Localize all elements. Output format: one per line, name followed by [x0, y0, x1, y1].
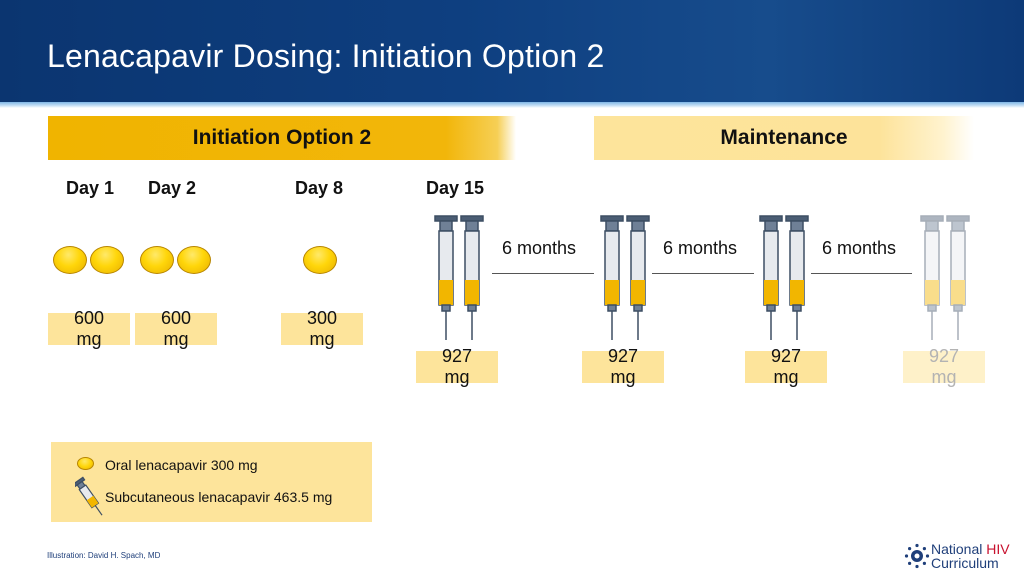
- dose-value: 927: [607, 346, 639, 366]
- legend-oral-label: Oral lenacapavir 300 mg: [105, 457, 258, 473]
- dose-value: 927: [441, 346, 473, 366]
- injection-dose-3: 927 mg: [745, 346, 827, 387]
- national-hiv-curriculum-logo-icon: [904, 543, 930, 569]
- maintenance-phase-band: Maintenance: [594, 116, 974, 160]
- dose-value: 927: [770, 346, 802, 366]
- initiation-phase-label: Initiation Option 2: [192, 126, 372, 149]
- interval-label: 6 months: [822, 238, 897, 258]
- header-divider: [0, 102, 1024, 108]
- interval-line: [652, 273, 754, 274]
- oral-pill-icon: [53, 246, 87, 274]
- oral-pill-icon: [177, 246, 211, 274]
- header-bar: [0, 0, 1024, 102]
- day-label-8: Day 8: [295, 178, 344, 198]
- dose-value: 600: [160, 308, 192, 328]
- dose-unit: mg: [76, 329, 102, 349]
- oral-pill-icon: [90, 246, 124, 274]
- page-title: Lenacapavir Dosing: Initiation Option 2: [47, 38, 605, 74]
- dose-unit: mg: [931, 367, 957, 387]
- dose-unit: mg: [163, 329, 189, 349]
- initiation-phase-band: Initiation Option 2: [48, 116, 516, 160]
- logo-wordmark: National HIV Curriculum: [931, 542, 1010, 570]
- legend-box: Oral lenacapavir 300 mg Subcutaneous len…: [51, 442, 372, 522]
- day-label-2: Day 2: [148, 178, 197, 198]
- oral-pill-icon: [140, 246, 174, 274]
- oral-dose-day2: 600 mg: [135, 308, 217, 349]
- dose-unit: mg: [610, 367, 636, 387]
- dose-unit: mg: [773, 367, 799, 387]
- syringe-pair-faded-icon: [920, 215, 970, 340]
- injection-dose-2: 927 mg: [582, 346, 664, 387]
- day-label-1: Day 1: [66, 178, 115, 198]
- dose-unit: mg: [309, 329, 335, 349]
- legend-subcutaneous-label: Subcutaneous lenacapavir 463.5 mg: [105, 489, 333, 505]
- logo-line2: Curriculum: [931, 555, 999, 571]
- interval-line: [811, 273, 912, 274]
- logo-line1-accent: HIV: [986, 541, 1010, 557]
- oral-pill-icon: [303, 246, 337, 274]
- oral-dose-day8: 300 mg: [281, 308, 363, 349]
- oral-pill-icon: [77, 457, 94, 470]
- dose-value: 600: [73, 308, 105, 328]
- day-label-15: Day 15: [426, 178, 485, 198]
- syringe-pair-icon: [434, 215, 484, 340]
- logo-line1: National: [931, 541, 983, 557]
- interval-line: [492, 273, 594, 274]
- interval-label: 6 months: [502, 238, 577, 258]
- injection-dose-1: 927 mg: [416, 346, 498, 387]
- syringe-pair-icon: [759, 215, 809, 340]
- dose-unit: mg: [444, 367, 470, 387]
- dose-value: 300: [306, 308, 338, 328]
- syringe-pair-icon: [600, 215, 650, 340]
- illustration-credit: Illustration: David H. Spach, MD: [47, 551, 161, 560]
- syringe-icon: [75, 476, 103, 516]
- oral-dose-day1: 600 mg: [48, 308, 130, 349]
- maintenance-phase-label: Maintenance: [720, 126, 848, 149]
- dose-value: 927: [928, 346, 960, 366]
- injection-dose-4-faded: 927 mg: [903, 346, 985, 387]
- interval-label: 6 months: [663, 238, 738, 258]
